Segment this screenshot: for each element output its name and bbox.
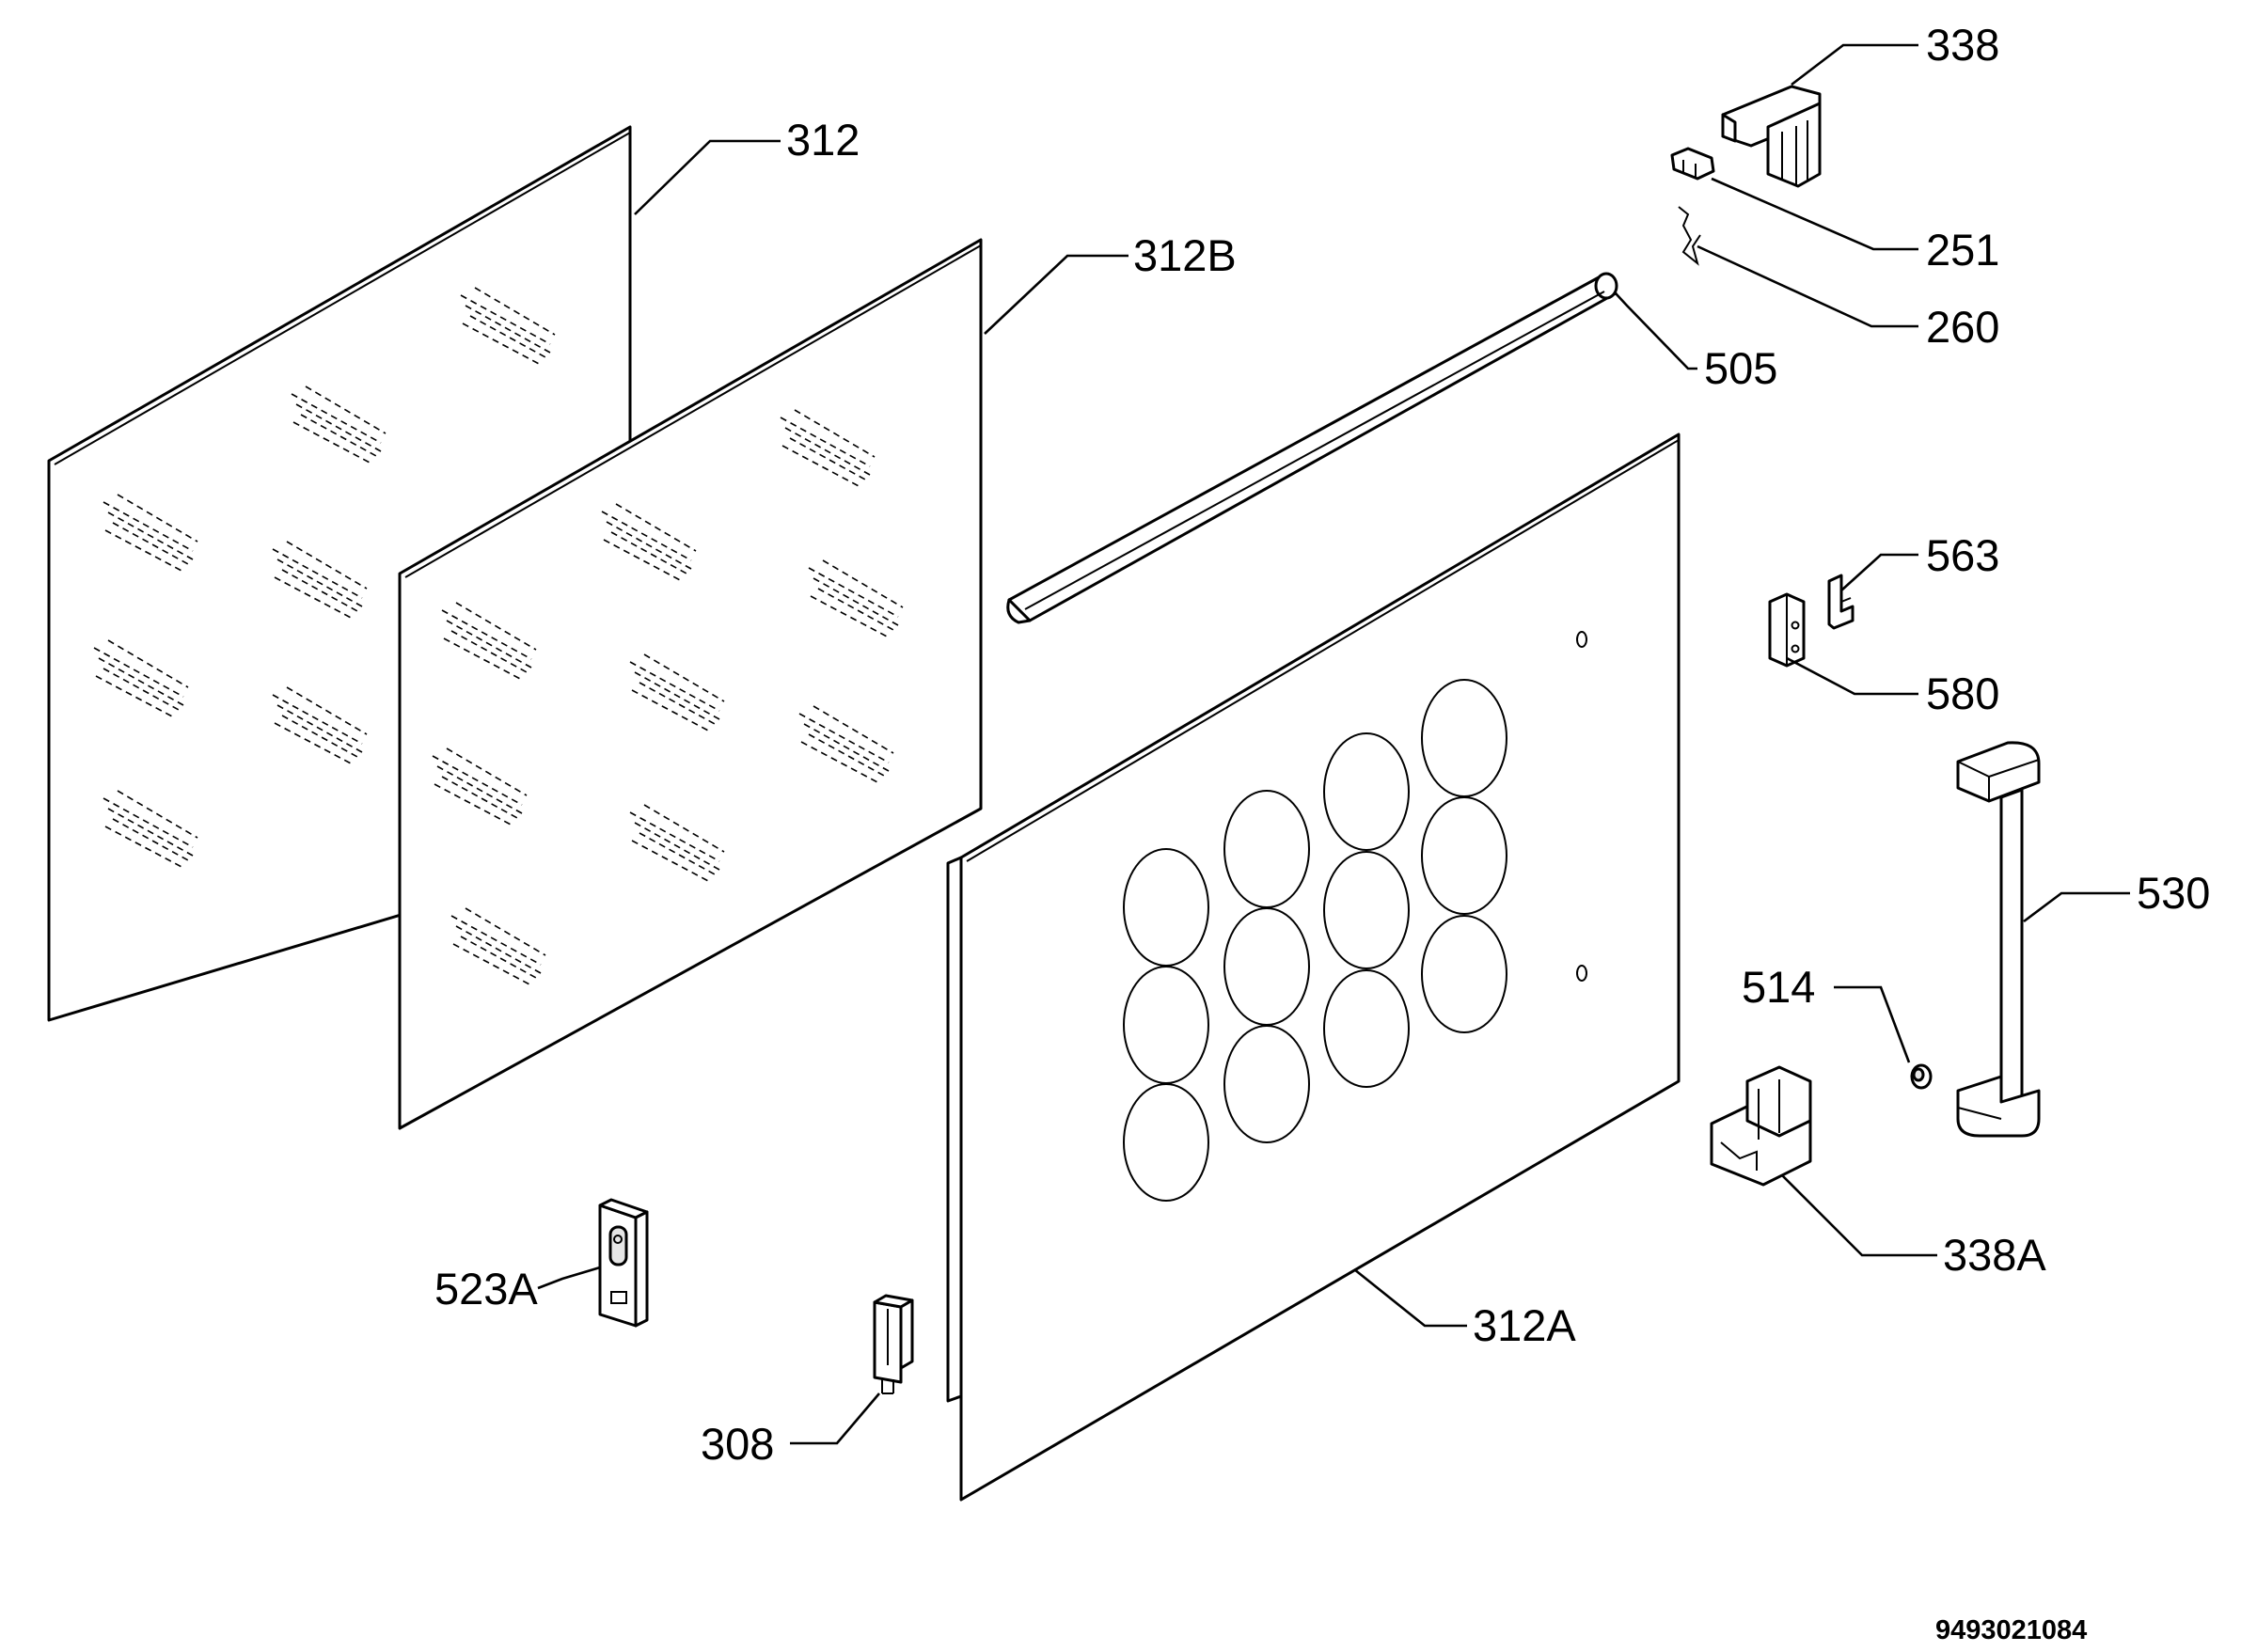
leader-514	[1834, 985, 1911, 1063]
circle-pattern	[1123, 679, 1507, 1202]
hinge-clip-308	[873, 1294, 914, 1394]
leader-251	[1711, 177, 1918, 251]
leader-530	[2023, 891, 2130, 923]
leader-260	[1697, 244, 1918, 328]
leader-312b	[984, 254, 1128, 335]
callout-260: 260	[1926, 302, 1999, 352]
leader-312a	[1353, 1267, 1467, 1328]
callout-530: 530	[2137, 868, 2210, 918]
callout-312b: 312B	[1133, 230, 1237, 280]
callout-580: 580	[1926, 669, 1999, 718]
callout-338a: 338A	[1943, 1230, 2046, 1280]
leader-312	[634, 139, 781, 215]
leader-lines	[537, 43, 2130, 1445]
callout-563: 563	[1926, 530, 1999, 580]
bracket-580	[1768, 592, 1806, 668]
callout-523a: 523A	[434, 1264, 538, 1314]
leader-308	[790, 1392, 880, 1445]
callout-312a: 312A	[1473, 1300, 1576, 1350]
switch-523a	[598, 1198, 649, 1328]
callout-308: 308	[701, 1419, 774, 1469]
clip-251	[1670, 147, 1715, 181]
hinge-cover-338	[1721, 85, 1822, 188]
spring-260	[1678, 206, 1701, 266]
leader-563	[1840, 553, 1918, 591]
callout-312: 312	[786, 115, 860, 165]
glass-panel-312b	[398, 238, 983, 1130]
callout-514: 514	[1742, 962, 1815, 1012]
callout-labels: 338 312 312B 251 260 505 563 580 530 514…	[434, 20, 2210, 1469]
hinge-cover-338a	[1710, 1065, 1812, 1187]
front-glass-panel-312a	[946, 433, 1681, 1502]
leader-338	[1791, 43, 1918, 87]
callout-338: 338	[1926, 20, 1999, 70]
leader-505	[1615, 292, 1697, 370]
leader-523a	[537, 1266, 601, 1290]
callout-505: 505	[1704, 343, 1777, 393]
screw-514	[1910, 1063, 1933, 1090]
hook-563	[1827, 574, 1855, 630]
panel-312b-dash-pattern	[432, 409, 904, 986]
panel-312-dash-pattern	[93, 287, 556, 869]
leader-580	[1786, 656, 1918, 696]
document-number: 9493021084	[1935, 1615, 2087, 1645]
leader-338a	[1781, 1174, 1937, 1257]
door-handle-530	[1956, 741, 2041, 1138]
callout-251: 251	[1926, 225, 1999, 275]
